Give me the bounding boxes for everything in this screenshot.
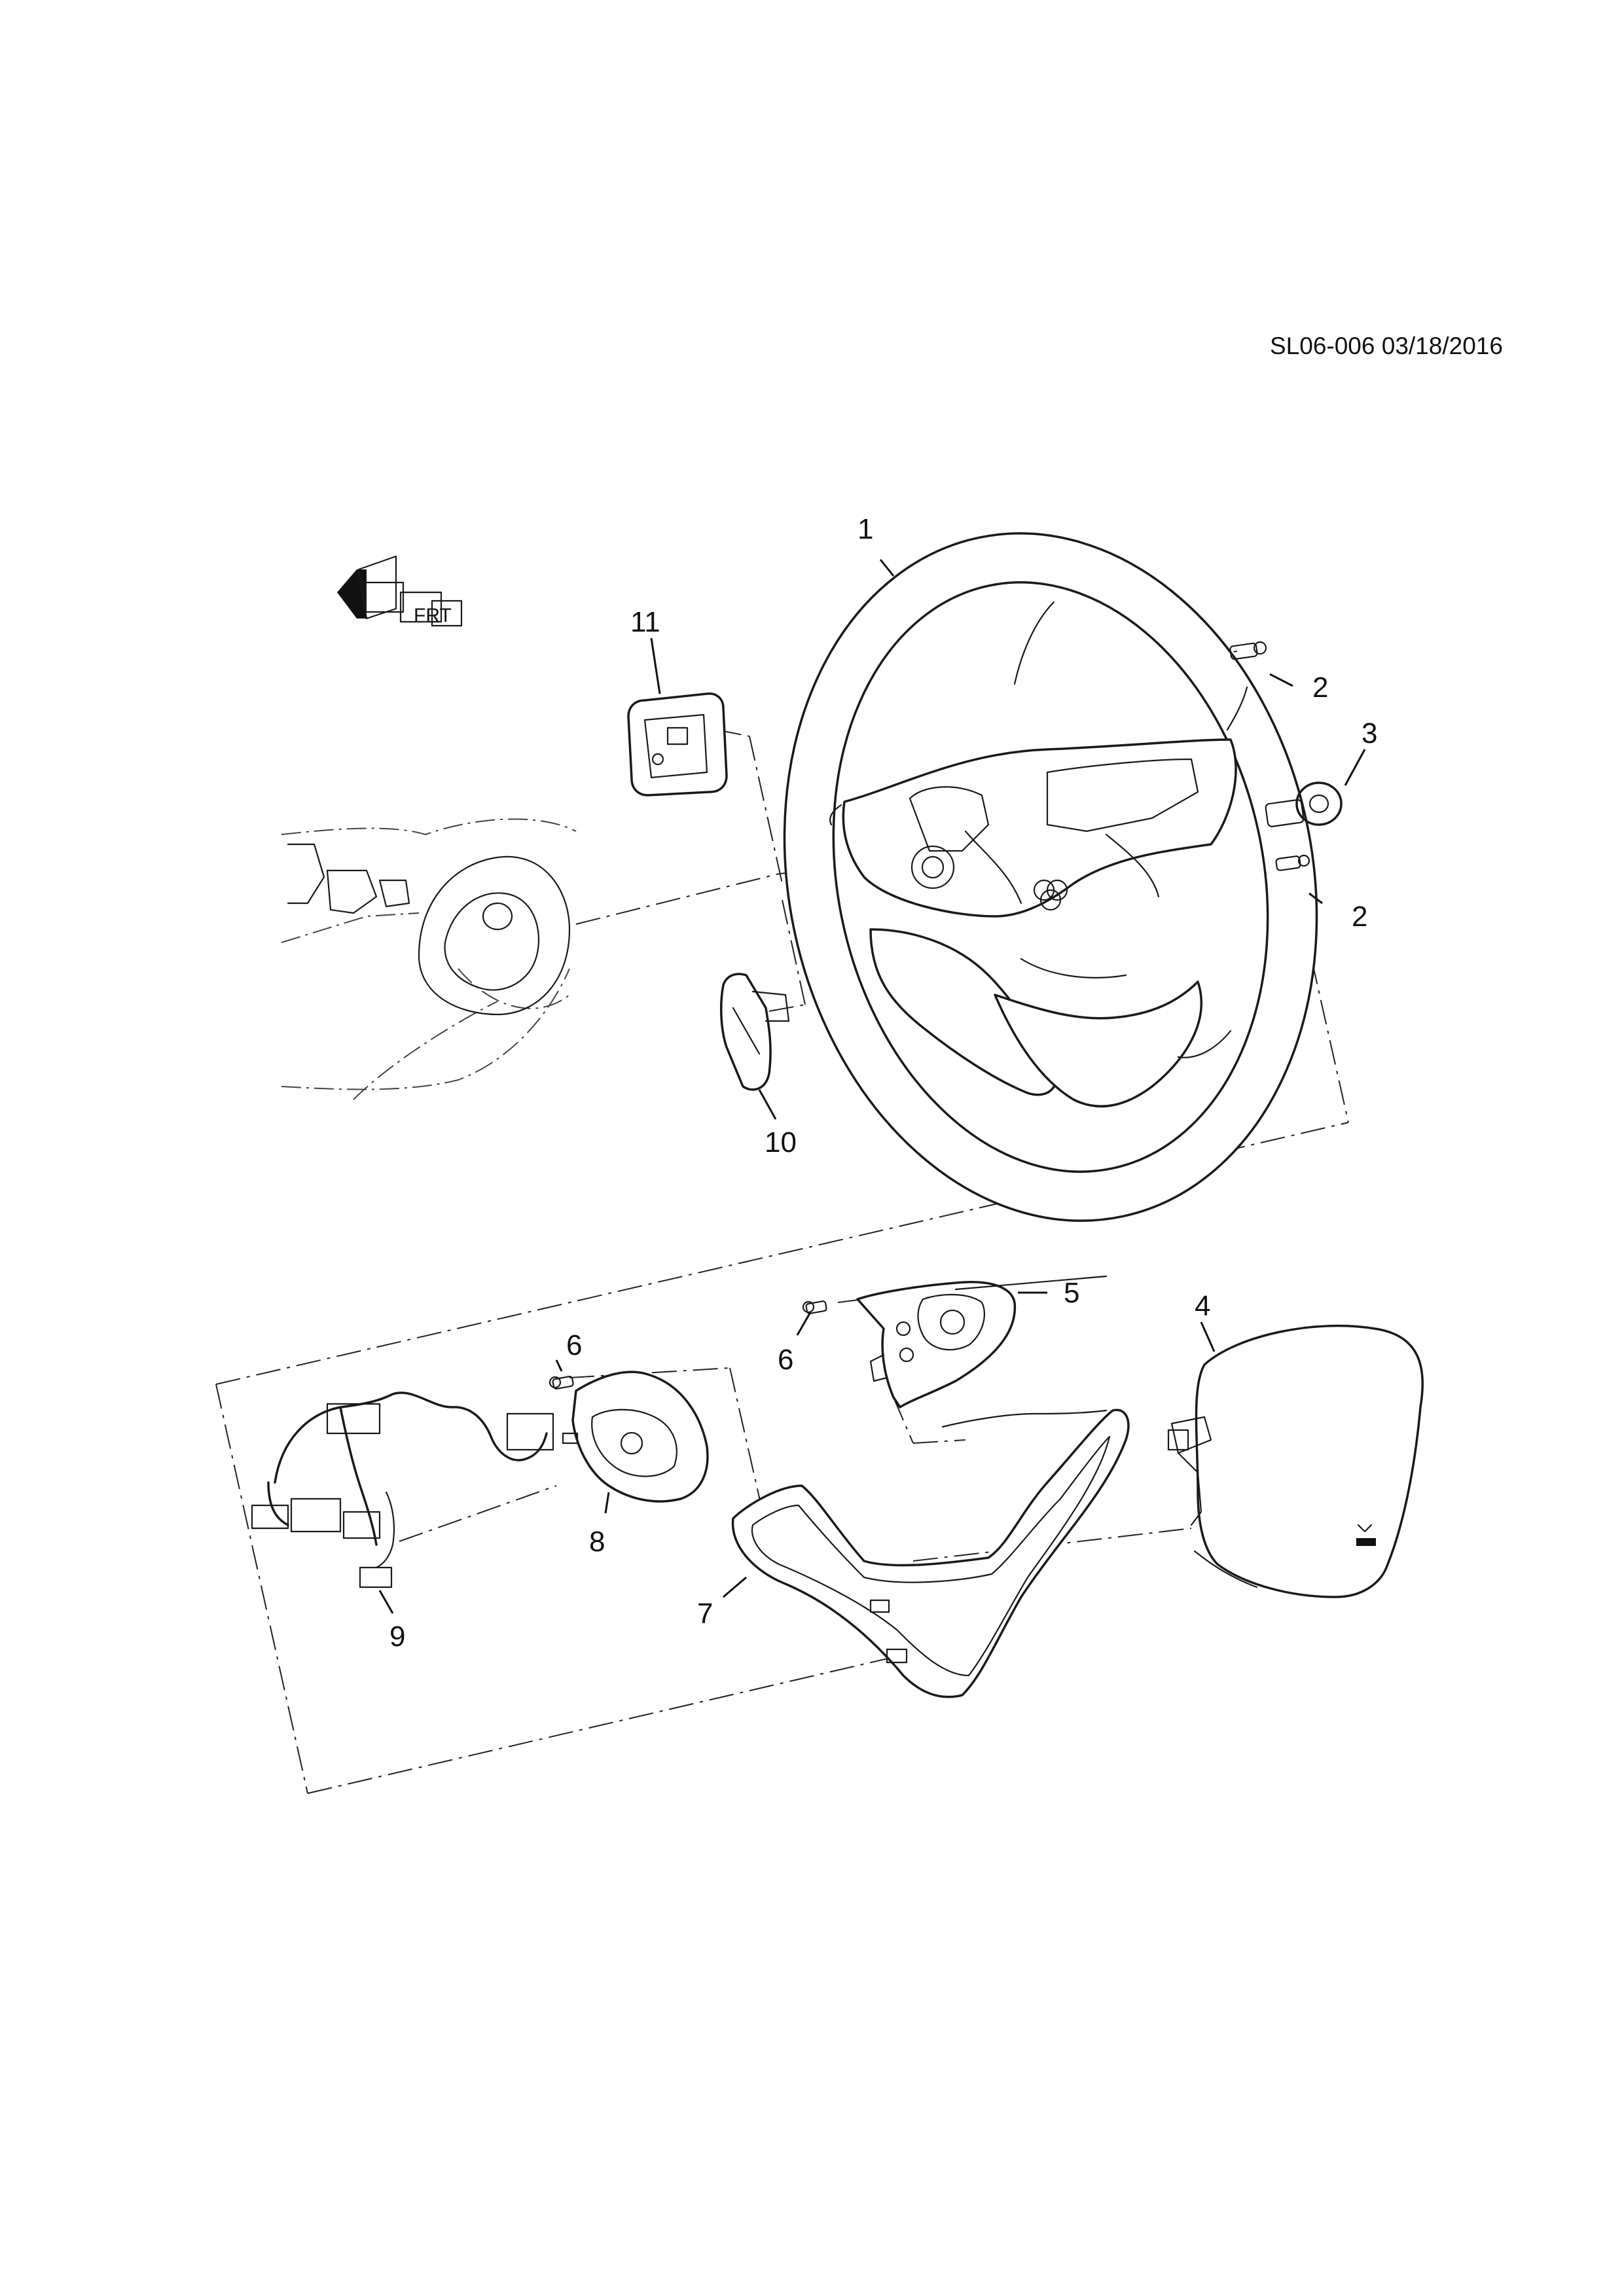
callout-9: 9 [389,1621,405,1653]
diagram-reference-code: SL06-006 03/18/2016 [1270,332,1503,359]
screw-upper [1229,641,1267,660]
callout-2-upper: 2 [1312,672,1328,704]
callout-3: 3 [1362,717,1377,749]
front-direction-arrow-icon: FRT [337,555,463,627]
callout-2-lower: 2 [1352,901,1367,933]
steering-wheel [783,532,1318,1222]
bolt [1265,781,1343,827]
callout-8: 8 [589,1526,605,1558]
callout-4: 4 [1195,1290,1210,1322]
front-direction-label: FRT [414,605,452,626]
right-control-switch [856,1281,1017,1408]
steering-wheel-bezel [731,1275,1130,1698]
callout-11: 11 [630,606,660,638]
airbag-module [1167,1324,1424,1598]
screw-left-switch [549,1376,574,1390]
screw-right-switch [802,1300,827,1314]
callout-7: 7 [697,1598,713,1630]
callout-leaders [378,559,1366,1614]
callout-6-right: 6 [778,1344,793,1376]
left-control-switch [562,1371,709,1503]
wiring-harness [251,1391,554,1588]
paddle-switch [719,973,790,1091]
callout-1: 1 [857,513,873,545]
screw-lower [1275,854,1310,871]
callout-labels: 1 2 2 3 4 5 6 6 7 8 9 10 11 [389,513,1377,1653]
steering-column-phantom [281,818,577,1100]
rear-cover-plate [627,692,728,797]
callout-5: 5 [1064,1277,1079,1309]
callout-10: 10 [765,1126,797,1158]
callout-6-left: 6 [566,1329,582,1361]
